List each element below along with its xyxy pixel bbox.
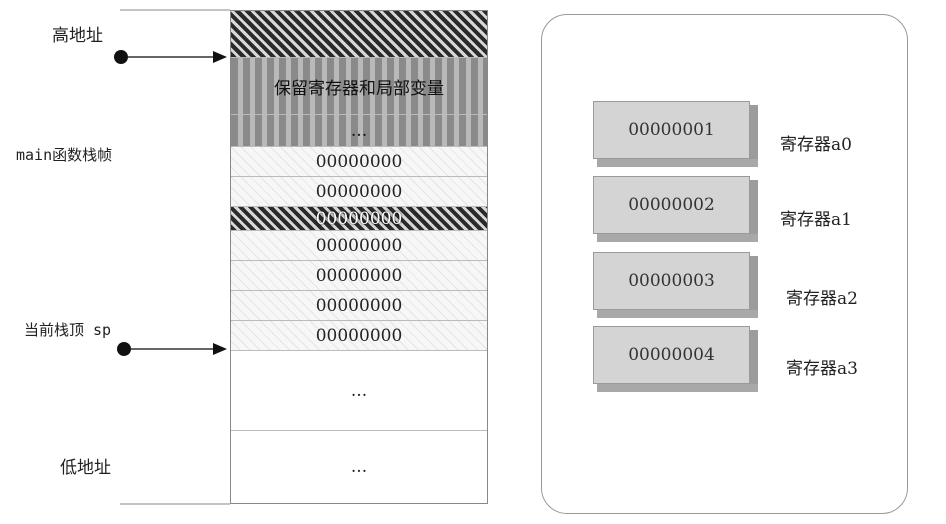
register-value: 00000001 xyxy=(593,101,750,159)
stack-memory: 保留寄存器和局部变量 ... 00000000 00000000 0000000… xyxy=(230,10,488,504)
register-box-a2: 00000003 xyxy=(593,252,758,318)
stack-cell-saved-regs: 保留寄存器和局部变量 xyxy=(231,58,487,115)
stack-cell-return: 00000000 xyxy=(231,207,487,231)
register-label-a3: 寄存器a3 xyxy=(786,359,858,379)
sp-dot xyxy=(117,342,131,356)
high-address-dot xyxy=(114,50,128,64)
stack-cell-word: 00000000 xyxy=(231,177,487,207)
register-panel xyxy=(541,14,908,514)
register-value: 00000003 xyxy=(593,252,750,310)
register-label-a2: 寄存器a2 xyxy=(786,289,858,309)
high-address-label: 高地址 xyxy=(52,26,103,46)
stack-cell-word: 00000000 xyxy=(231,231,487,261)
high-address-arrowhead xyxy=(213,51,227,63)
main-frame-label: main函数栈帧 xyxy=(16,146,113,164)
stack-cell-guard xyxy=(231,11,487,58)
sp-arrowhead xyxy=(213,343,227,355)
stack-cell-word: 00000000 xyxy=(231,261,487,291)
register-label-a1: 寄存器a1 xyxy=(780,210,852,230)
register-box-a0: 00000001 xyxy=(593,101,758,167)
register-label-a0: 寄存器a0 xyxy=(780,135,852,155)
register-box-a1: 00000002 xyxy=(593,176,758,242)
low-address-label: 低地址 xyxy=(60,458,111,478)
register-box-a3: 00000004 xyxy=(593,326,758,392)
stack-cell-free: ... xyxy=(231,351,487,431)
stack-cell-word: 00000000 xyxy=(231,291,487,321)
stack-cell-word: 00000000 xyxy=(231,321,487,351)
register-value: 00000002 xyxy=(593,176,750,234)
stack-cell-free: ... xyxy=(231,431,487,503)
stack-cell-word: 00000000 xyxy=(231,147,487,177)
register-value: 00000004 xyxy=(593,326,750,384)
stack-top-label: 当前栈顶 sp xyxy=(24,321,112,339)
stack-cell-ellipsis: ... xyxy=(231,115,487,147)
